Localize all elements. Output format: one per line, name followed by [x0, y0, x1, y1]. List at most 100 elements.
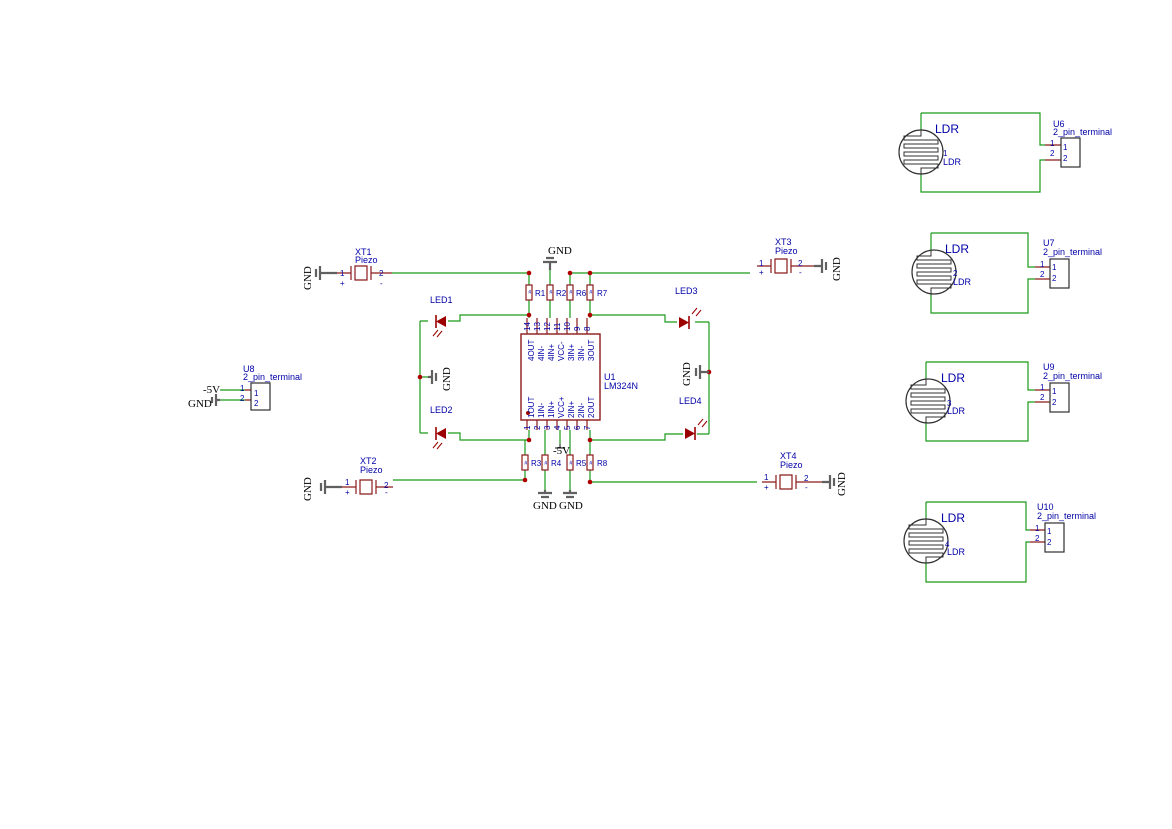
terminal-u7-pin1: 1	[1052, 263, 1057, 272]
terminal-u7-pin2-num: 2	[1040, 270, 1045, 279]
u1-pin-num-12: 12	[543, 322, 552, 331]
resistor-r2-body: 1k	[548, 290, 553, 294]
resistor-r6[interactable]: 1k R6	[566, 284, 587, 301]
terminal-u9[interactable]: U9 2_pin_terminal 1 2 1 2	[1035, 362, 1102, 413]
u1-value: LM324N	[604, 381, 638, 391]
neg5v-u1-label: -5V	[553, 445, 570, 457]
op-amp-u1[interactable]: U1 LM324N 4OUT 4IN- 4IN+ VCC- 3IN+ 3IN- …	[520, 318, 638, 430]
ldr-3-value: LDR	[947, 406, 966, 416]
terminal-u10-pin2-num: 2	[1035, 534, 1040, 543]
ldr-2[interactable]: LDR 2 LDR	[911, 242, 972, 295]
piezo-xt2-pin1: 1	[345, 478, 350, 487]
u1-pin-num-11: 11	[553, 322, 562, 331]
u1-pin-13-label: 4IN-	[537, 346, 546, 361]
piezos: XT1 Piezo 1 + 2 - XT2 Piezo 1 + 2 - XT3 …	[337, 237, 822, 497]
gnd-bottom-left-label: GND	[533, 500, 557, 512]
terminal-u6-pin2-num: 2	[1050, 149, 1055, 158]
resistor-r5[interactable]: 1k R5	[566, 454, 587, 471]
terminal-u10-pin1-num: 1	[1035, 524, 1040, 533]
resistor-r8[interactable]: 1k R8	[586, 454, 608, 471]
piezo-xt2-ref: XT2	[360, 456, 377, 466]
resistor-r4-body: 1k	[543, 461, 548, 465]
piezo-xt3-pin1: 1	[759, 259, 764, 268]
terminal-u9-pin1-num: 1	[1040, 383, 1045, 392]
terminal-u7-pin2: 2	[1052, 274, 1057, 283]
resistor-r3[interactable]: 1k R3	[521, 454, 542, 471]
terminal-u8[interactable]: U8 2_pin_terminal 1 2 1 2	[240, 364, 302, 411]
resistor-r5-label: R5	[576, 459, 587, 468]
resistor-r4[interactable]: 1k R4	[541, 454, 562, 471]
gnd-u8-label: GND	[188, 398, 212, 410]
terminal-u6-pin2: 2	[1063, 154, 1068, 163]
u1-pin-10-label: 3IN+	[567, 344, 576, 361]
u1-pin-labels: 4OUT 4IN- 4IN+ VCC- 3IN+ 3IN- 3OUT 1OUT …	[527, 340, 596, 418]
resistor-r6-label: R6	[576, 289, 587, 298]
gnd-led-left: GND	[428, 367, 453, 391]
u1-pin-num-9: 9	[573, 326, 582, 331]
resistor-r6-body: 1k	[568, 290, 573, 294]
ldrs: LDR 1 LDR LDR 2 LDR LDR 3 LDR LDR 4 LDR	[898, 122, 972, 564]
terminal-u8-pin2: 2	[254, 399, 259, 408]
led-4-label: LED4	[679, 396, 702, 406]
u1-pin-7-label: 2OUT	[587, 397, 596, 418]
piezo-xt2[interactable]: XT2 Piezo 1 + 2 -	[342, 456, 393, 497]
u1-pin-num-1: 1	[523, 425, 532, 430]
terminal-u8-pin1-num: 1	[240, 384, 245, 393]
resistor-r2-label: R2	[556, 289, 567, 298]
piezo-xt4[interactable]: XT4 Piezo 1 + 2 -	[762, 451, 822, 492]
piezo-xt4-value: Piezo	[780, 460, 803, 470]
piezo-xt1-value: Piezo	[355, 255, 378, 265]
terminal-u10[interactable]: U10 2_pin_terminal 1 2 1 2	[1030, 502, 1096, 553]
u1-pin-9-label: 3IN-	[577, 346, 586, 361]
piezo-xt1[interactable]: XT1 Piezo 1 + 2 -	[337, 247, 392, 288]
resistor-r2[interactable]: 1k R2	[546, 284, 567, 301]
ldr-3-pin: 3	[947, 399, 952, 408]
u1-pin-8-label: 3OUT	[587, 340, 596, 361]
gnd-xt4-label: GND	[836, 472, 848, 496]
ldr-4-name: LDR	[941, 511, 965, 525]
u1-pin-4-label: VCC+	[557, 396, 566, 418]
piezo-xt1-minus: -	[380, 279, 383, 288]
piezo-xt1-pin2: 2	[379, 269, 384, 278]
ldr-2-value: LDR	[953, 277, 972, 287]
resistor-r8-body: 1k	[588, 461, 593, 465]
led-1[interactable]: LED1	[430, 295, 453, 338]
gnd-led-right: GND	[681, 362, 709, 386]
piezo-xt1-plus: +	[340, 279, 345, 288]
ldr-4[interactable]: LDR 4 LDR	[903, 511, 966, 564]
ldr-1-pin: 1	[943, 149, 948, 158]
resistor-r7[interactable]: 1k R7	[586, 284, 608, 301]
terminal-u7[interactable]: U7 2_pin_terminal 1 2 1 2	[1035, 238, 1102, 289]
ldr-4-pin: 4	[945, 540, 950, 549]
piezo-xt2-minus: -	[385, 488, 388, 497]
piezo-xt1-ref: XT1	[355, 247, 372, 257]
terminal-u6[interactable]: U6 2_pin_terminal 1 2 1 2	[1045, 119, 1112, 168]
gnd-xt1: GND	[302, 266, 337, 290]
ldr-2-pin: 2	[953, 269, 958, 278]
terminal-u6-ref: U6	[1053, 119, 1065, 129]
gnd-xt1-label: GND	[302, 266, 314, 290]
ldr-2-name: LDR	[945, 242, 969, 256]
resistor-r7-body: 1k	[588, 290, 593, 294]
u1-pin-num-2: 2	[533, 425, 542, 430]
terminal-u6-value: 2_pin_terminal	[1053, 127, 1112, 137]
terminal-u10-ref: U10	[1037, 502, 1054, 512]
ground-symbols: GND GND GND GND GND GND GND	[188, 245, 848, 512]
piezo-xt4-pin2: 2	[804, 474, 809, 483]
ldr-1-value: LDR	[943, 157, 962, 167]
gnd-led-right-label: GND	[681, 362, 693, 386]
gnd-xt3-label: GND	[831, 257, 843, 281]
terminal-u6-pin1: 1	[1063, 143, 1068, 152]
ldr-1[interactable]: LDR 1 LDR	[898, 122, 962, 175]
u1-pin-6-label: 2IN-	[577, 403, 586, 418]
led-4[interactable]: LED4	[679, 396, 708, 440]
terminal-u7-value: 2_pin_terminal	[1043, 247, 1102, 257]
led-2[interactable]: LED2	[430, 405, 453, 450]
u1-pin-num-8: 8	[583, 326, 592, 331]
resistor-r1[interactable]: 1k R1	[525, 284, 546, 301]
resistor-r8-label: R8	[597, 459, 608, 468]
ldr-3[interactable]: LDR 3 LDR	[905, 371, 966, 424]
piezo-xt4-minus: -	[805, 483, 808, 492]
piezo-xt3[interactable]: XT3 Piezo 1 + 2 -	[757, 237, 814, 277]
led-3[interactable]: LED3	[675, 286, 702, 329]
